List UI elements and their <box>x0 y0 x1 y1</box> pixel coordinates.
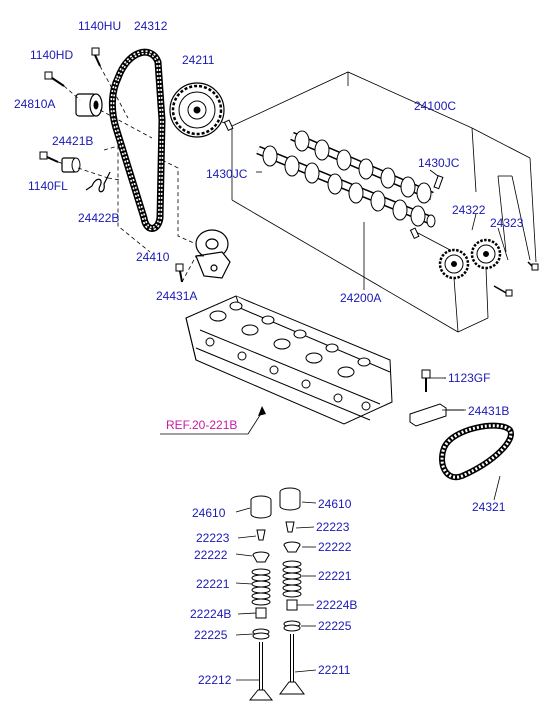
guide-pulley <box>61 157 81 173</box>
valve-leader-lines <box>235 501 317 681</box>
cylinder-head <box>185 295 393 425</box>
valve-spring-right <box>282 560 302 598</box>
tensioner-spring <box>85 171 111 193</box>
reference-arrow <box>160 406 266 435</box>
label-22221-left: 22221 <box>196 577 230 591</box>
label-24421b: 24421B <box>52 134 94 148</box>
label-24431a: 24431A <box>156 289 198 303</box>
bolt-24431a <box>175 263 184 283</box>
label-24422b: 24422B <box>78 211 120 225</box>
label-22222-left: 22222 <box>194 548 228 562</box>
label-22224b-right: 22224B <box>316 598 358 612</box>
idler-pulley <box>75 93 103 117</box>
label-24211: 24211 <box>182 53 215 67</box>
label-24610-left: 24610 <box>192 506 226 520</box>
label-22221-right: 22221 <box>318 569 352 583</box>
label-1430jc-left: 1430JC <box>206 167 248 181</box>
label-24321: 24321 <box>472 500 506 514</box>
timing-chain <box>439 422 514 481</box>
label-1123gf: 1123GF <box>448 371 491 385</box>
label-24431b: 24431B <box>468 404 510 418</box>
label-24610-right: 24610 <box>318 497 352 511</box>
label-22225-left: 22225 <box>194 628 228 642</box>
label-24200a: 24200A <box>340 291 382 305</box>
camshaft-exhaust <box>290 130 434 204</box>
label-1430jc-right: 1430JC <box>418 156 460 170</box>
camshaft-intake <box>256 145 436 228</box>
label-1140hu: 1140HU <box>78 19 122 33</box>
label-22223-left: 22223 <box>196 531 230 545</box>
bolt-1140fl <box>39 151 59 163</box>
label-22212: 22212 <box>198 673 232 687</box>
timing-belt <box>108 48 166 232</box>
belt-tensioner <box>195 229 231 279</box>
cam-sprocket <box>169 82 225 138</box>
label-1140fl: 1140FL <box>28 179 68 193</box>
cam-gear-24323 <box>470 238 502 270</box>
label-24322: 24322 <box>452 203 486 217</box>
label-22211: 22211 <box>318 663 351 677</box>
label-22224b-left: 22224B <box>190 607 232 621</box>
gear-bolts <box>493 261 539 297</box>
chain-guide <box>409 403 464 427</box>
cam-gear-24322 <box>438 248 470 280</box>
label-leaders-right <box>196 169 509 501</box>
label-1140hd: 1140HD <box>30 48 74 62</box>
camshaft-frame-lines <box>231 71 537 333</box>
label-24100c: 24100C <box>414 99 457 113</box>
valve-train-right <box>279 487 305 695</box>
dowel-pins <box>223 119 444 240</box>
label-22222-right: 22222 <box>318 540 352 554</box>
bolt-1140hu <box>91 47 101 67</box>
reference-label: REF.20-221B <box>166 418 238 432</box>
label-24410: 24410 <box>136 250 170 264</box>
leader-lines-left <box>57 65 233 283</box>
label-24312: 24312 <box>134 19 168 33</box>
label-24810a: 24810A <box>14 97 56 111</box>
bolt-1123gf <box>421 369 446 392</box>
label-22225-right: 22225 <box>318 619 352 633</box>
label-22223-right: 22223 <box>316 520 350 534</box>
label-24323: 24323 <box>490 216 524 230</box>
valve-spring-left <box>251 568 271 606</box>
valve-train-left <box>248 495 274 701</box>
bolt-1140hd <box>44 71 65 87</box>
